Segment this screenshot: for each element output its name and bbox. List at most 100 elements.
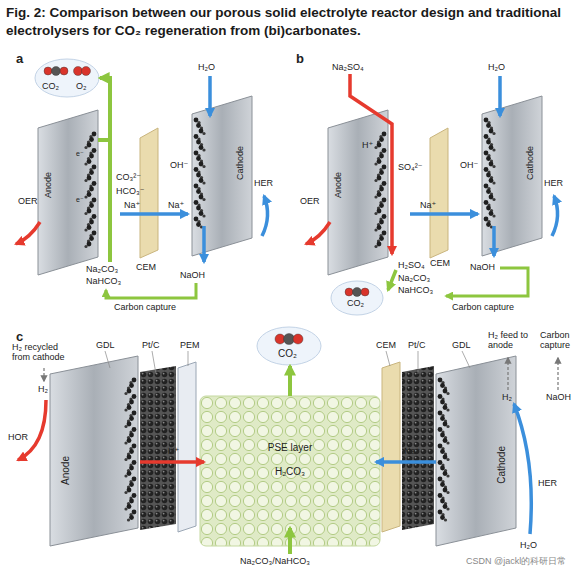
catalyst-particle xyxy=(490,225,493,228)
leader-line xyxy=(418,351,419,374)
panel-letter: a xyxy=(16,52,23,67)
molecule-atom xyxy=(44,67,52,75)
node-label: O₂ xyxy=(76,82,87,92)
node-label: CO₂ xyxy=(278,348,297,359)
catalyst-particle xyxy=(446,392,449,395)
leader-line xyxy=(386,351,390,366)
node-label: Anode xyxy=(44,172,54,198)
species-label: H₂O xyxy=(198,62,215,72)
catalyst-particle xyxy=(492,132,495,135)
molecule-atom xyxy=(74,67,83,76)
her-arrow xyxy=(262,196,268,236)
catalyst-particle xyxy=(444,518,447,521)
naoh-arrow xyxy=(492,226,496,256)
species-label: Na₂CO₃ xyxy=(398,273,430,283)
species-label: CO₃²⁻ xyxy=(116,172,141,182)
species-label: H₂O xyxy=(488,62,505,72)
catalyst-particle xyxy=(202,132,205,135)
catalyst-particle xyxy=(127,518,130,521)
species-label: Na⁺ xyxy=(168,200,184,210)
capture-arrow xyxy=(557,358,558,390)
species-label: H₂SO₄ xyxy=(398,260,425,270)
her-arrow xyxy=(552,196,558,236)
catalyst-particle xyxy=(124,507,127,510)
catalyst-particle xyxy=(492,148,495,151)
electrode-plate: Anode xyxy=(50,356,138,546)
catalyst-particle xyxy=(492,181,495,184)
plate-outline xyxy=(38,110,98,275)
catalyst-particle xyxy=(202,214,205,217)
node-outline xyxy=(330,280,384,316)
gas-bubble: CO₂ xyxy=(330,280,384,316)
flow-arrow xyxy=(98,78,110,140)
species-label: H₂O xyxy=(520,540,537,550)
bubble-outline xyxy=(331,281,383,315)
species-label: NaOH xyxy=(180,270,205,280)
molecule-atom xyxy=(52,67,61,76)
catalyst-particle xyxy=(374,146,377,149)
cem-membrane xyxy=(382,362,400,532)
figure-title: Fig. 2: Comparison between our porous so… xyxy=(6,4,580,39)
species-label: CSDN @jackl的科研日常 xyxy=(466,556,566,566)
catalyst-particle xyxy=(124,441,127,444)
catalyst-particle xyxy=(200,225,203,228)
gas-bubble: CO₂ xyxy=(256,326,322,366)
catalyst-particle xyxy=(446,491,449,494)
species-label: H⁺ xyxy=(168,446,179,456)
node-label: PSE layer xyxy=(200,442,380,453)
plate-outline xyxy=(436,356,516,546)
species-label: HER xyxy=(544,178,563,188)
catalyst-particle xyxy=(492,165,495,168)
molecule-atom xyxy=(293,334,303,344)
species-label: CEM xyxy=(136,262,156,272)
plate-outline xyxy=(50,356,138,546)
catalyst-particle xyxy=(84,245,87,248)
molecule-atom xyxy=(345,288,353,296)
catalyst-particle xyxy=(124,392,127,395)
species-label: Carbon capture xyxy=(114,302,176,312)
oer-arrow xyxy=(16,222,40,244)
species-label: GDL xyxy=(96,340,115,350)
catalyst-particle xyxy=(492,198,495,201)
catalyst-particle xyxy=(124,425,127,428)
species-label: Carbon capture xyxy=(452,302,514,312)
membranes xyxy=(140,128,448,532)
catalyst-particle xyxy=(84,179,87,182)
species-label: Na⁺ xyxy=(124,200,140,210)
electrode-plate: Cathode xyxy=(436,356,516,546)
recycle-arrow xyxy=(43,368,44,381)
catalyst-particle xyxy=(84,228,87,231)
catalyst-particle xyxy=(84,162,87,165)
species-label: SO₄²⁻ xyxy=(398,162,422,172)
gas-bubble: CO₂ O₂ xyxy=(34,58,100,98)
capture-loop xyxy=(446,268,528,296)
node-label: CO₂ xyxy=(42,82,59,92)
node-label: Anode xyxy=(60,456,71,485)
node-outline xyxy=(34,58,100,98)
species-label: e⁻ xyxy=(76,150,84,158)
pem-membrane xyxy=(178,362,196,532)
species-label: Carbon capture xyxy=(540,330,582,351)
species-label: PEM xyxy=(180,340,200,350)
catalyst-particle xyxy=(446,474,449,477)
molecule-atom xyxy=(82,67,91,76)
species-label: Na⁺ xyxy=(404,446,420,456)
catalyst-particle xyxy=(124,408,127,411)
species-label: NaHCO₃ xyxy=(86,276,121,286)
catalyst-particle xyxy=(124,474,127,477)
lattice-outline xyxy=(200,396,380,546)
species-label: Na₂CO₃ xyxy=(86,264,118,274)
catalyst-particle xyxy=(124,458,127,461)
species-label: HER xyxy=(254,178,273,188)
feed-arrow xyxy=(288,528,292,554)
catalyst-particle xyxy=(446,458,449,461)
ion-arrow xyxy=(410,212,478,216)
catalyst-particle xyxy=(492,214,495,217)
bubble-outline xyxy=(257,327,321,365)
catalyst-particle xyxy=(202,198,205,201)
molecule-atom xyxy=(353,288,362,297)
species-label: OER xyxy=(300,196,320,206)
water-arrow xyxy=(208,76,212,116)
electrode-plate: Cathode xyxy=(482,96,542,256)
